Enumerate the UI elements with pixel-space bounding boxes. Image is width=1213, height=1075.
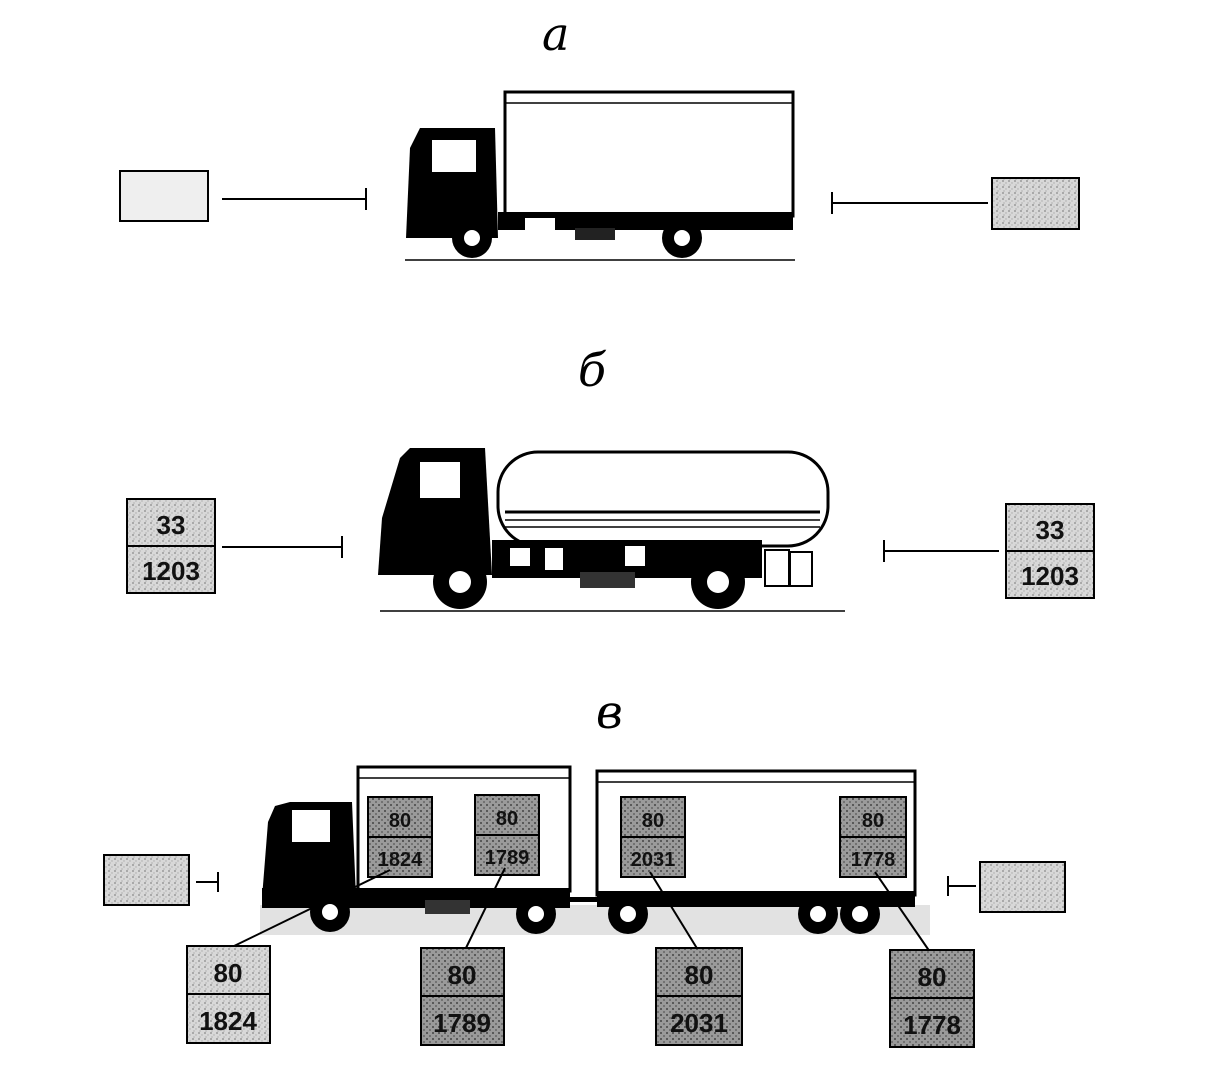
svg-text:1824: 1824 [199, 1006, 257, 1036]
svg-text:1789: 1789 [433, 1008, 491, 1038]
svg-text:80: 80 [448, 960, 477, 990]
bottom-plate-2: 80 1789 [420, 947, 505, 1046]
leader-line [874, 871, 931, 953]
svg-text:80: 80 [214, 958, 243, 988]
svg-text:33: 33 [157, 510, 186, 540]
truck-cab [378, 448, 492, 575]
svg-text:80: 80 [862, 810, 884, 832]
truck-cab [262, 802, 356, 898]
svg-text:2031: 2031 [670, 1008, 728, 1038]
plate-b-right: 33 1203 [1005, 503, 1095, 599]
cab-window [420, 462, 460, 498]
side-plate-4: 80 1778 [839, 796, 907, 878]
side-plate-2: 80 1789 [474, 794, 540, 876]
svg-text:2031: 2031 [631, 849, 676, 871]
van-truck [405, 90, 795, 261]
svg-text:1778: 1778 [903, 1010, 961, 1040]
cargo-box [503, 90, 795, 218]
plate-c-right [979, 861, 1066, 913]
side-plate-3: 80 2031 [620, 796, 686, 878]
tank [496, 450, 830, 548]
svg-text:80: 80 [389, 810, 411, 832]
leader-line [464, 867, 506, 951]
svg-text:80: 80 [642, 810, 664, 832]
svg-text:33: 33 [1036, 515, 1065, 545]
svg-text:1203: 1203 [1021, 561, 1079, 591]
leader-line [229, 869, 391, 949]
section-label-a: а [542, 7, 569, 61]
road-train [260, 765, 930, 935]
bottom-plate-1: 80 1824 [186, 945, 271, 1044]
plate-c-left [103, 854, 190, 906]
svg-text:80: 80 [918, 962, 947, 992]
svg-text:80: 80 [685, 960, 714, 990]
svg-text:1203: 1203 [142, 556, 200, 586]
svg-text:80: 80 [496, 808, 518, 830]
plate-b-left: 33 1203 [126, 498, 216, 594]
side-plate-1: 80 1824 [367, 796, 433, 878]
svg-text:1824: 1824 [378, 849, 423, 871]
bottom-plate-3: 80 2031 [655, 947, 743, 1046]
cab-window [292, 810, 330, 842]
section-label-b: б [578, 343, 607, 397]
section-label-c: в [596, 685, 623, 739]
cab-window [432, 140, 476, 172]
leader-line [649, 871, 699, 951]
bottom-plate-4: 80 1778 [889, 949, 975, 1048]
tanker-truck [378, 448, 845, 612]
svg-text:1789: 1789 [485, 847, 530, 869]
plate-a-right [991, 177, 1080, 230]
svg-text:1778: 1778 [851, 849, 896, 871]
plate-a-left [119, 170, 209, 222]
